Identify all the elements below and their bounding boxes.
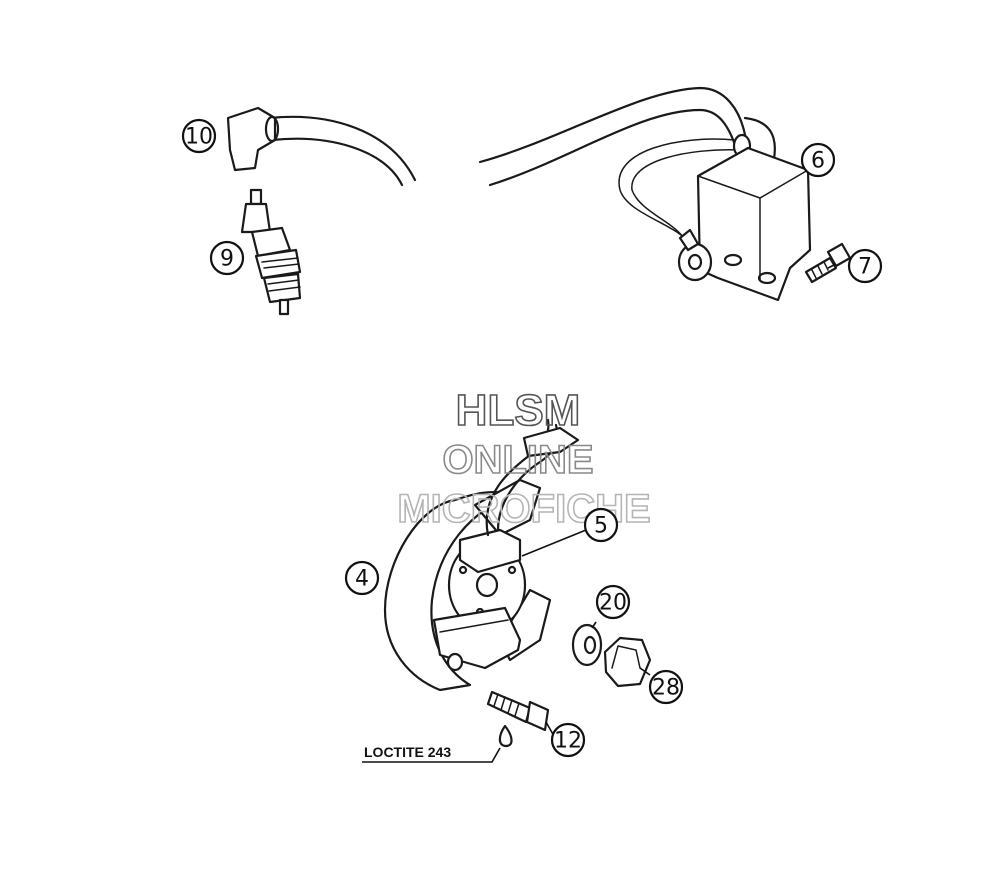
callout-20[interactable]: 20	[595, 584, 631, 620]
callout-4[interactable]: 4	[344, 560, 380, 596]
callout-6-label: 6	[811, 149, 825, 174]
callout-9-label: 9	[220, 247, 234, 272]
callout-5[interactable]: 5	[583, 507, 619, 543]
watermark: HLSM ONLINE MICROFICHE	[397, 385, 652, 532]
callout-7-label: 7	[858, 255, 872, 280]
watermark-line-1: HLSM	[456, 386, 581, 435]
callout-28-label: 28	[652, 676, 680, 701]
ignition-coil	[478, 86, 812, 302]
coil-screw	[804, 242, 852, 284]
spark-plug	[240, 188, 302, 316]
loctite-label: LOCTITE 243	[364, 744, 451, 760]
callout-6[interactable]: 6	[800, 142, 836, 178]
callout-10-label: 10	[185, 125, 213, 150]
pulse-coil	[432, 418, 580, 672]
stator-screw	[486, 690, 550, 748]
callout-12-label: 12	[554, 729, 582, 754]
callout-10[interactable]: 10	[181, 118, 217, 154]
callout-28[interactable]: 28	[648, 669, 684, 705]
washer	[571, 623, 603, 667]
callout-7[interactable]: 7	[847, 248, 883, 284]
loctite-note: LOCTITE 243	[362, 744, 501, 763]
leader-lines	[521, 263, 837, 737]
callout-20-label: 20	[599, 591, 627, 616]
callout-5-label: 5	[594, 514, 608, 539]
spark-plug-cap	[226, 106, 417, 187]
watermark-line-2: ONLINE	[442, 438, 593, 482]
callout-12[interactable]: 12	[550, 722, 586, 758]
callout-9[interactable]: 9	[209, 240, 245, 276]
callout-4-label: 4	[355, 567, 369, 592]
nut	[603, 636, 652, 688]
